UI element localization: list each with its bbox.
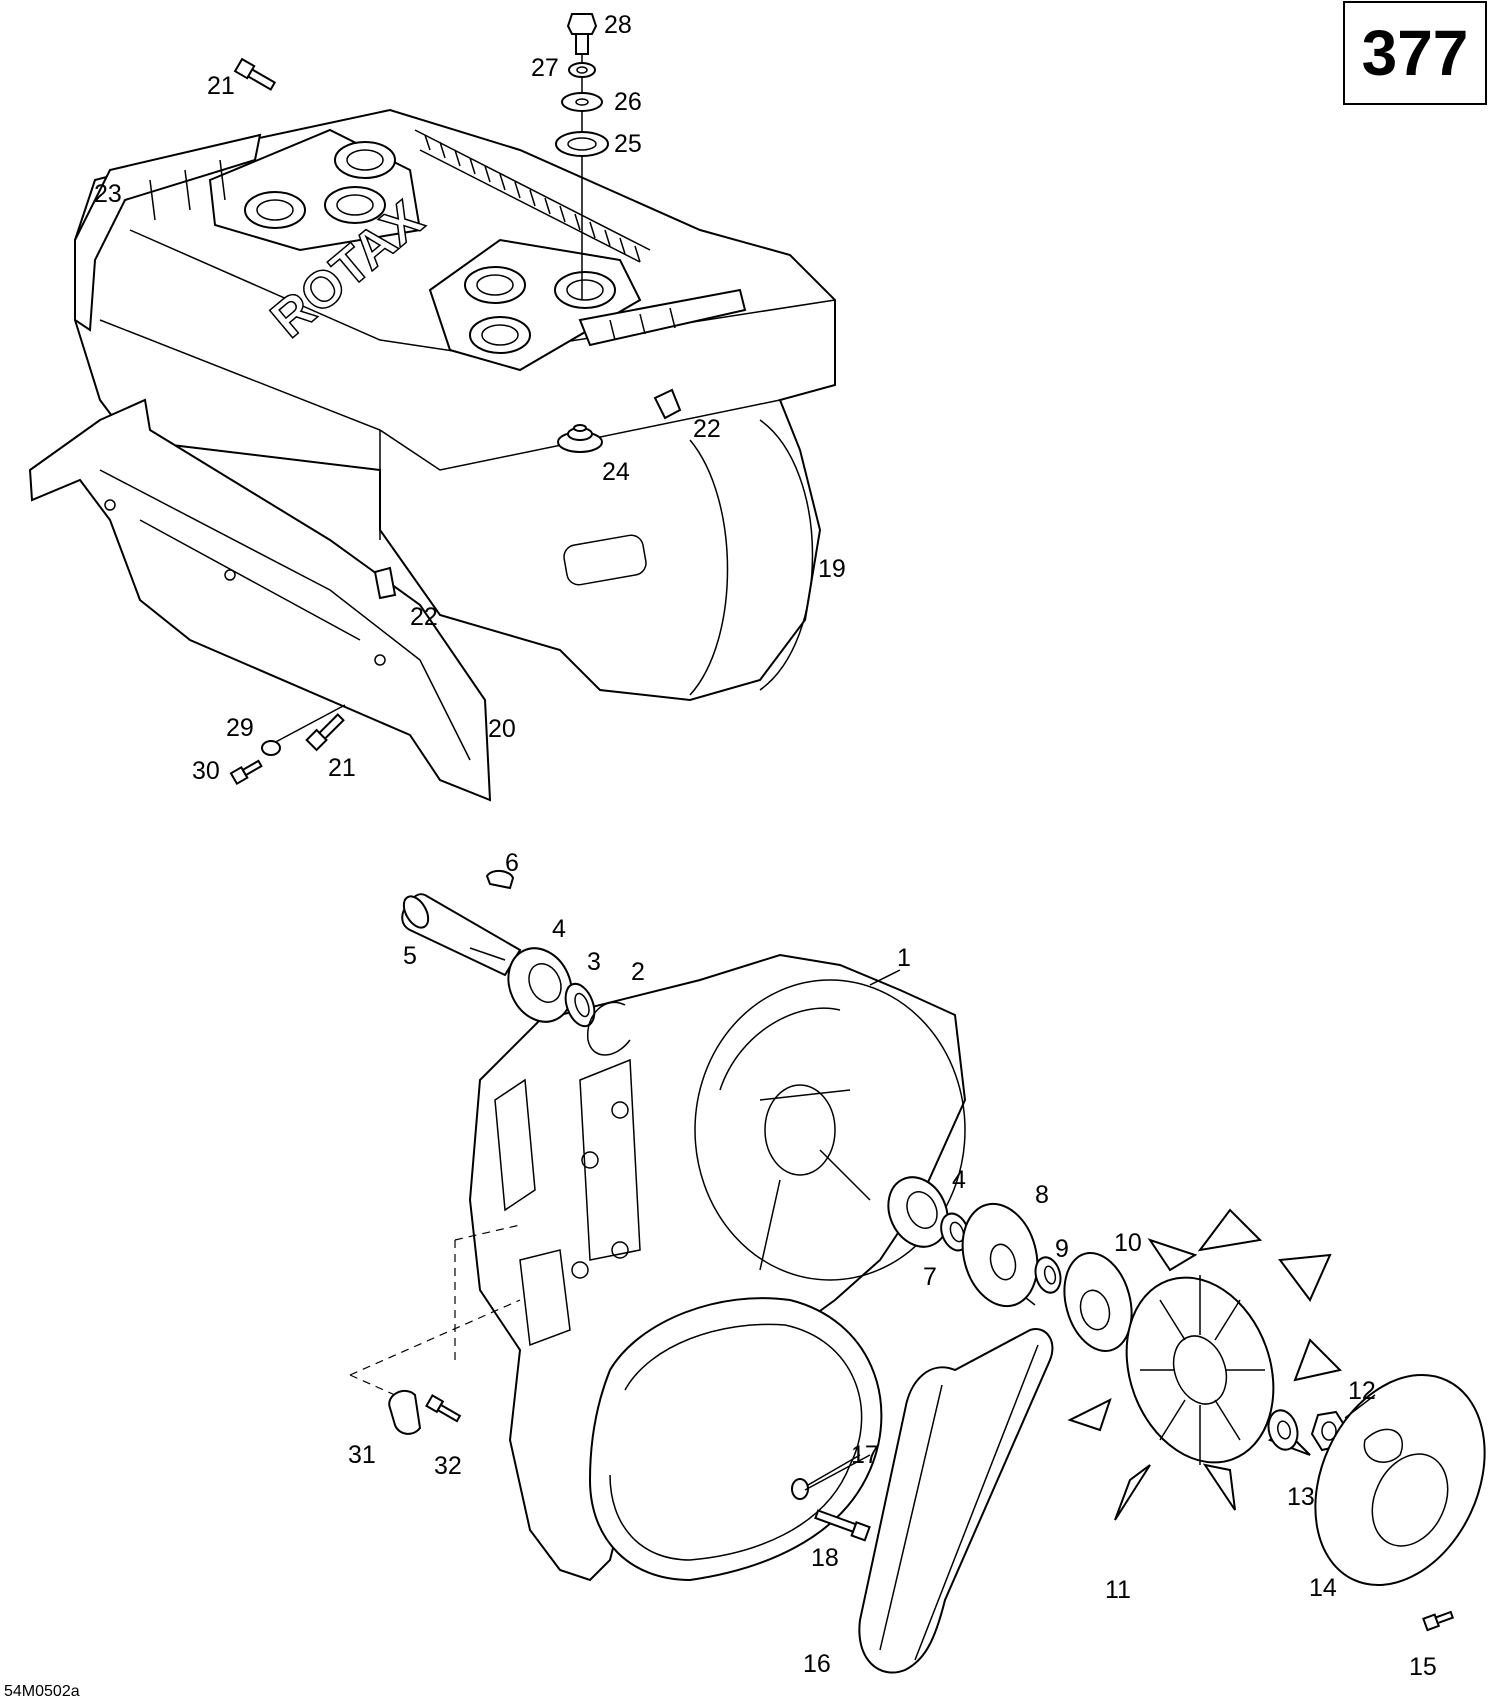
retaining-ring-2 xyxy=(587,1001,631,1056)
callout-11: 11 xyxy=(1105,1576,1131,1604)
screw-32 xyxy=(425,1394,462,1423)
clip-31 xyxy=(388,1389,422,1435)
lock-washer-27 xyxy=(568,62,596,78)
callout-4-lower: 4 xyxy=(952,1166,966,1194)
cowl-clip-bottom xyxy=(373,566,397,600)
callout-16: 16 xyxy=(803,1650,831,1678)
callout-3: 3 xyxy=(587,948,601,976)
screw-21-upper xyxy=(233,57,277,91)
woodruff-key-6 xyxy=(485,870,515,890)
callout-30: 30 xyxy=(192,757,220,785)
callout-31: 31 xyxy=(348,1441,376,1469)
callout-5: 5 xyxy=(403,942,417,970)
screw-15 xyxy=(1422,1610,1455,1632)
callout-22-upper: 22 xyxy=(693,415,721,443)
callout-27: 27 xyxy=(531,54,559,82)
callout-24: 24 xyxy=(602,458,630,486)
flat-washer-26 xyxy=(561,92,603,112)
rubber-washer-25 xyxy=(555,131,609,157)
callout-25: 25 xyxy=(614,130,642,158)
callout-22-lower: 22 xyxy=(410,603,438,631)
callout-32: 32 xyxy=(434,1452,462,1480)
cooling-fins xyxy=(414,129,651,263)
callout-13: 13 xyxy=(1287,1483,1315,1511)
callout-9: 9 xyxy=(1055,1235,1069,1263)
screw-30 xyxy=(229,759,263,786)
cowl-clip-top xyxy=(653,388,682,420)
pulley-half-10 xyxy=(1063,1251,1133,1353)
washer-29 xyxy=(261,740,281,756)
spacer-9 xyxy=(1034,1256,1062,1294)
fan-shaft-group xyxy=(401,870,631,1056)
side-shroud xyxy=(74,133,262,332)
callout-26: 26 xyxy=(614,88,642,116)
callout-7: 7 xyxy=(923,1263,937,1291)
callout-1: 1 xyxy=(897,944,911,972)
callout-14: 14 xyxy=(1309,1574,1337,1602)
leader-lines xyxy=(807,969,1376,1486)
callout-15: 15 xyxy=(1409,1653,1437,1681)
callout-17: 17 xyxy=(851,1441,879,1469)
fan-cover-14 xyxy=(1314,1373,1486,1587)
callout-2: 2 xyxy=(631,958,645,986)
pulley-stack xyxy=(887,1176,1133,1353)
bearing-lower xyxy=(887,1176,949,1248)
cooling-fan-11 xyxy=(1067,1208,1342,1521)
screw-28 xyxy=(566,13,598,35)
page-number: 377 xyxy=(1361,17,1469,89)
callout-28: 28 xyxy=(604,11,632,39)
callout-21-upper: 21 xyxy=(207,72,235,100)
cylinder-cowl-assembly: ROTAX xyxy=(28,108,836,802)
callout-18: 18 xyxy=(811,1544,839,1572)
callout-10: 10 xyxy=(1114,1229,1142,1257)
fan-housing-assembly xyxy=(349,953,967,1582)
hardware-stack xyxy=(555,13,609,300)
drawing-reference: 54M0502a xyxy=(4,1683,80,1700)
callout-19: 19 xyxy=(818,555,846,583)
washer-12 xyxy=(1267,1409,1299,1451)
bottom-deflector xyxy=(28,398,492,802)
callout-6: 6 xyxy=(505,849,519,877)
screw-18 xyxy=(814,1509,871,1542)
screw-21-lower xyxy=(305,713,345,752)
callout-8: 8 xyxy=(1035,1181,1049,1209)
grommet xyxy=(557,424,603,453)
callout-21-lower: 21 xyxy=(328,754,356,782)
bearing-upper xyxy=(507,947,573,1023)
callout-labels: 1 2 3 4 4 5 6 7 8 9 10 11 12 13 14 15 16… xyxy=(94,11,1437,1681)
pulley-half-8 xyxy=(961,1202,1039,1308)
callout-20: 20 xyxy=(488,715,516,743)
page-number-box: 377 xyxy=(1343,1,1487,105)
fan-shroud-ring xyxy=(588,1297,883,1582)
callout-23: 23 xyxy=(94,180,122,208)
callout-29: 29 xyxy=(226,714,254,742)
callout-12: 12 xyxy=(1348,1377,1376,1405)
drive-belt-16 xyxy=(858,1328,1054,1674)
callout-4-upper: 4 xyxy=(552,915,566,943)
